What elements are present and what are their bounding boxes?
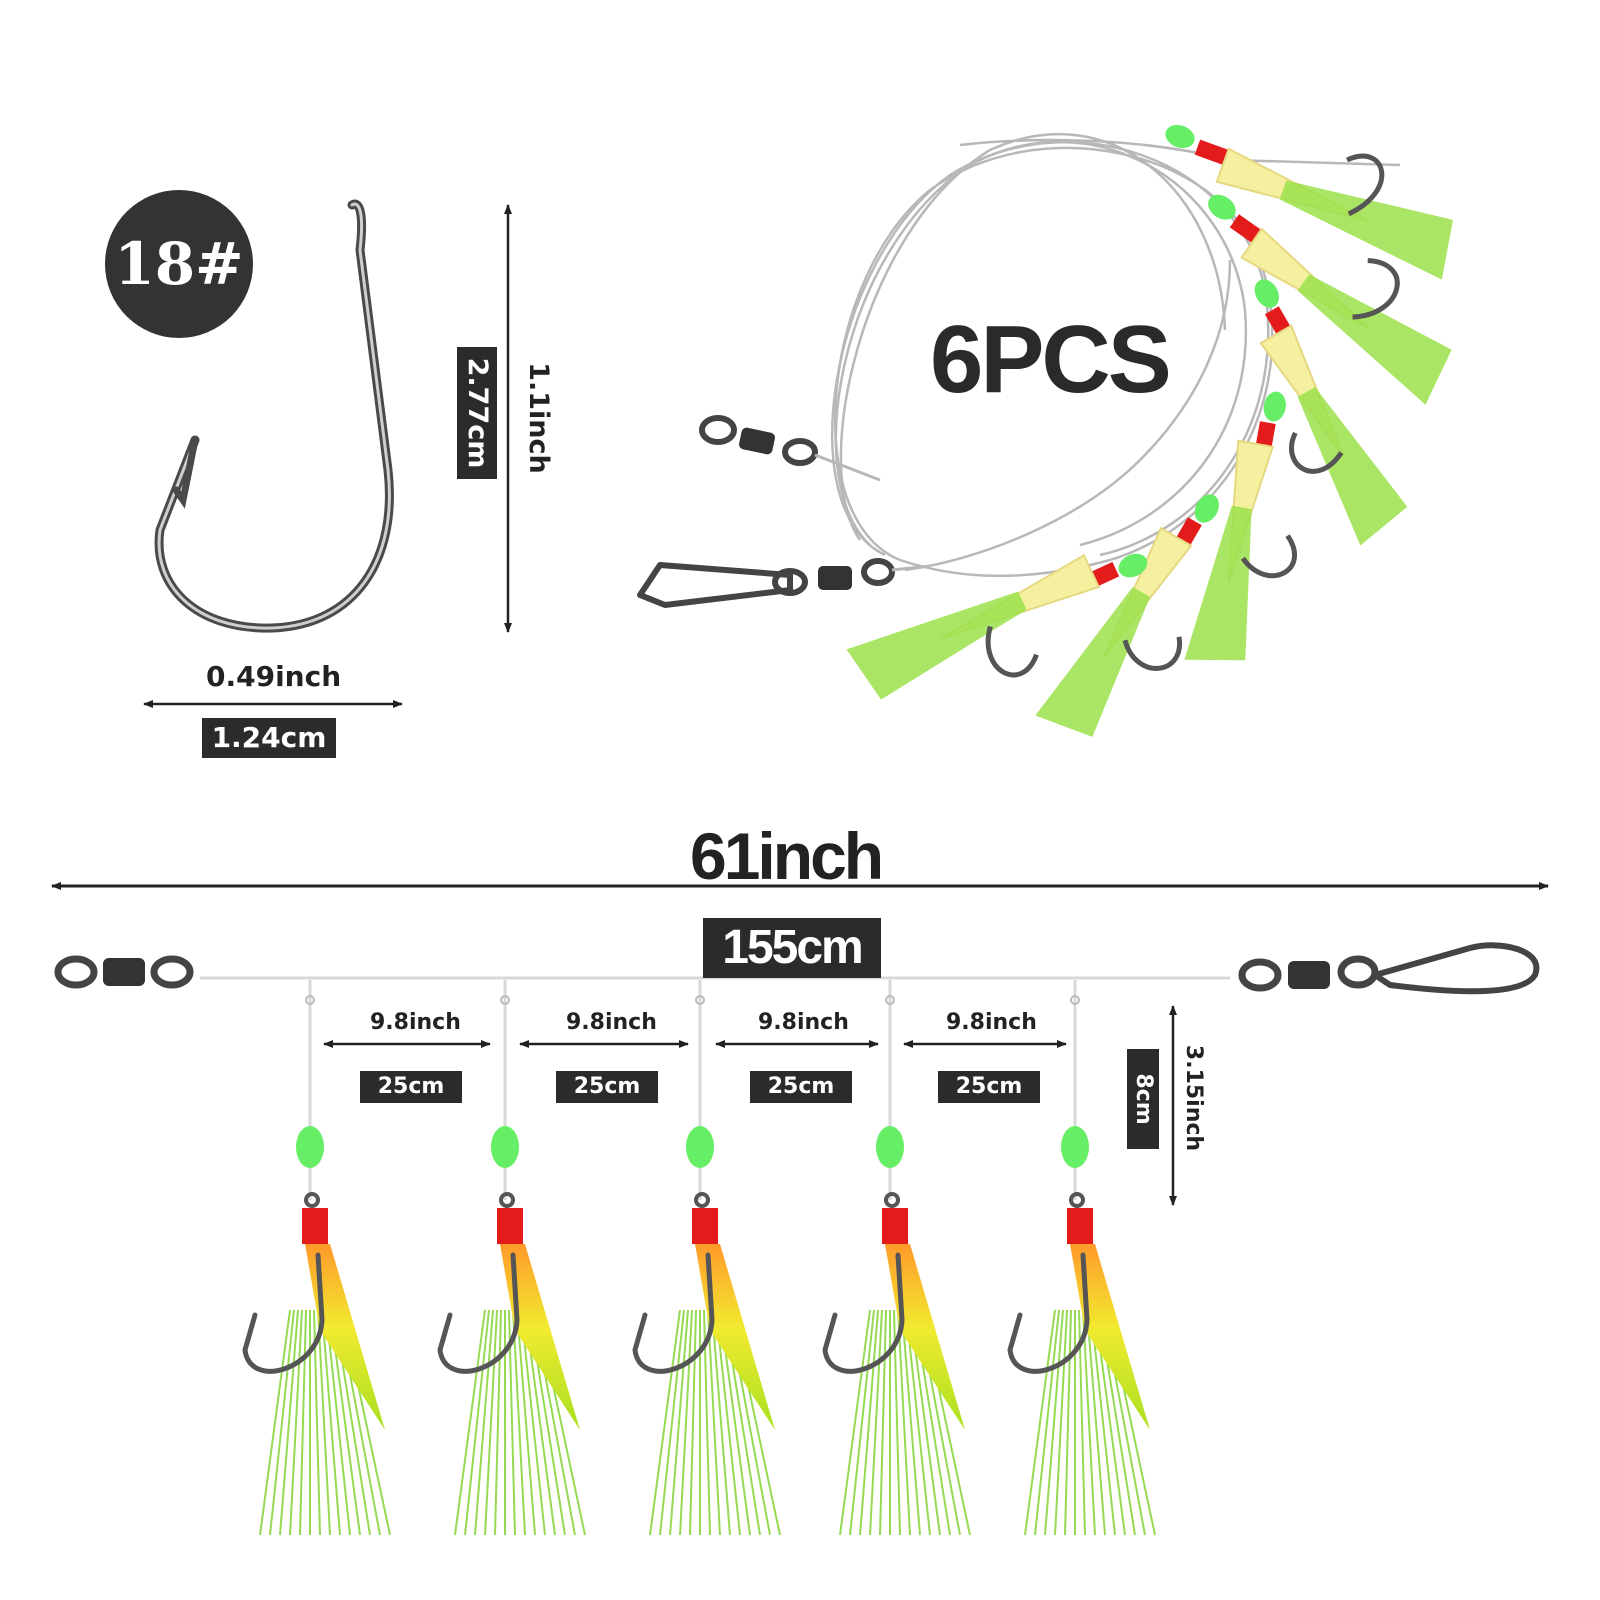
hook-icon (437, 1252, 520, 1374)
bead-icon (491, 1126, 519, 1168)
dropper-length-inch: 3.15inch (1181, 1044, 1206, 1152)
bead-icon (876, 1126, 904, 1168)
hook-width-cm-label: 1.24cm (202, 718, 336, 758)
feather-skirt-icon (454, 1309, 586, 1536)
bead-icon (686, 1126, 714, 1168)
spacing-2-cm: 25cm (556, 1071, 658, 1103)
pack-count: 6PCS (930, 306, 1172, 413)
hook-icon (242, 1252, 325, 1374)
spacing-1-cm: 25cm (360, 1071, 462, 1103)
hook-height-inch-label: 1.1inch (523, 362, 554, 474)
dropper-fly-1 (242, 980, 391, 1536)
hook-width-inch-label: 0.49inch (206, 660, 342, 693)
dropper-length-cm: 8cm (1127, 1049, 1159, 1149)
straight-rig-illustration (54, 942, 1540, 995)
spacing-4-inch: 9.8inch (946, 1010, 1037, 1035)
coiled-rig-illustration (637, 124, 1453, 737)
spacing-2-inch: 9.8inch (566, 1010, 657, 1035)
dropper-fly-3 (632, 980, 781, 1536)
dropper-fly-5 (1007, 980, 1156, 1536)
hook-icon (1007, 1252, 1090, 1374)
snap-icon (637, 558, 931, 608)
spacing-3-inch: 9.8inch (758, 1010, 849, 1035)
snap-icon (1238, 942, 1540, 995)
bead-icon (296, 1126, 324, 1168)
hook-icon (154, 199, 394, 633)
total-length-cm: 155cm (703, 918, 881, 978)
feather-skirt-icon (1024, 1309, 1156, 1536)
spacing-3-cm: 25cm (750, 1071, 852, 1103)
dropper-fly-2 (437, 980, 586, 1536)
hook-size-badge: 18# (105, 190, 253, 338)
hook-icon (632, 1252, 715, 1374)
feather-skirt-icon (259, 1309, 391, 1536)
spacing-1-inch: 9.8inch (370, 1010, 461, 1035)
dropper-flies (242, 980, 1156, 1536)
spacing-4-cm: 25cm (938, 1071, 1040, 1103)
bead-icon (1061, 1126, 1089, 1168)
swivel-icon (54, 955, 194, 989)
hook-height-cm-label: 2.77cm (457, 347, 497, 479)
feather-skirt-icon (649, 1309, 781, 1536)
dropper-fly-4 (822, 980, 971, 1536)
feather-skirt-icon (839, 1309, 971, 1536)
hook-icon (822, 1252, 905, 1374)
swivel-icon (699, 415, 881, 482)
total-length-inch: 61inch (690, 819, 884, 893)
